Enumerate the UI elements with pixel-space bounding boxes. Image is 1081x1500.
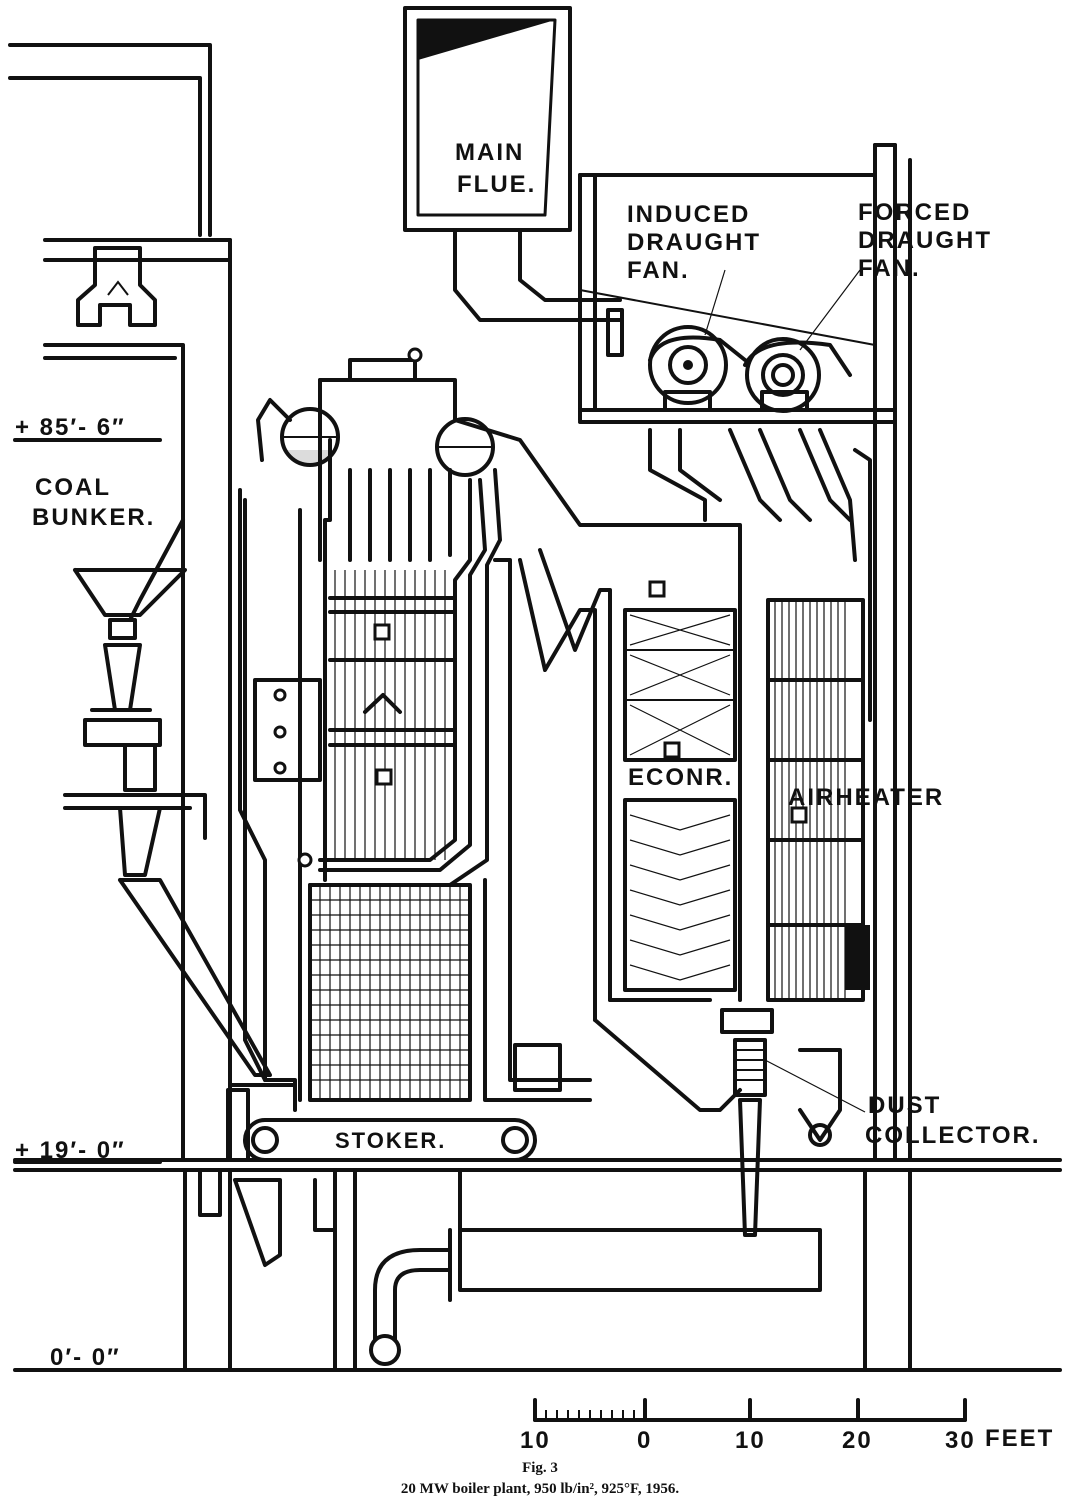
coal-bunker [63,568,272,1077]
airheater-label: AIRHEATER [788,784,944,811]
main-flue-label-1: MAIN [455,139,524,166]
main-flue [403,6,624,357]
scale-tick-30: 30 [945,1427,976,1454]
scale-bar [533,1398,967,1422]
scale-tick-0: 0 [637,1427,652,1454]
airheater [648,428,872,1002]
boiler-drums [256,347,495,477]
induced-fan-label-2: DRAUGHT [627,229,761,256]
component-labels: MAIN FLUE. INDUCED DRAUGHT FAN. FORCED D… [32,139,1041,1153]
scale-tick-10: 10 [735,1427,766,1454]
scale-tick-20: 20 [842,1427,873,1454]
level-labels: + 85′- 6″ + 19′- 0″ 0′- 0″ [15,414,126,1371]
dust-collector [720,1008,866,1237]
induced-fan-label-3: FAN. [627,257,690,284]
induced-fan-label-1: INDUCED [627,201,750,228]
scale-unit: FEET [985,1425,1054,1452]
level-upper: + 85′- 6″ [15,414,126,441]
figure-number: Fig. 3 [522,1460,558,1476]
floor-structure [13,1158,1062,1372]
boiler-body [238,378,742,1102]
coal-bunker-label-2: BUNKER. [32,504,155,531]
dust-collector-label-2: COLLECTOR. [865,1122,1041,1149]
scale-tick-10-left: 10 [520,1427,551,1454]
level-marks [13,438,162,1164]
figure-caption-text: 20 MW boiler plant, 950 lb/in², 925°F, 1… [401,1481,679,1497]
fans-and-platform [578,143,912,1162]
stoker-label: STOKER. [335,1128,446,1153]
figure-caption: Fig. 3 20 MW boiler plant, 950 lb/in², 9… [401,1460,679,1497]
economiser [518,548,742,1112]
level-middle: + 19′- 0″ [15,1137,126,1164]
scale-labels: 10 0 10 20 30 FEET [520,1425,1054,1454]
coal-bunker-label-1: COAL [35,474,111,501]
main-flue-label-2: FLUE. [457,171,536,198]
forced-fan-label-1: FORCED [858,199,971,226]
forced-fan-label-2: DRAUGHT [858,227,992,254]
level-ground: 0′- 0″ [50,1344,121,1371]
forced-fan-label-3: FAN. [858,255,921,282]
econ-label: ECONR. [628,764,733,791]
dust-collector-label-1: DUST [868,1092,941,1119]
